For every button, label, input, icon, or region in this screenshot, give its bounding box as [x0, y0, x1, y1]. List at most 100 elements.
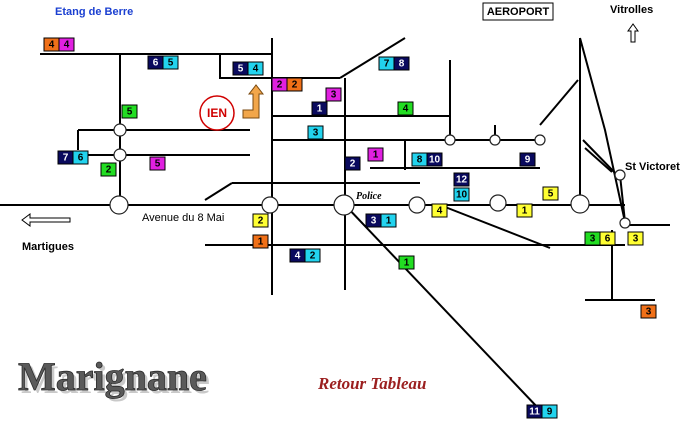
marker-number: 6 — [153, 58, 159, 69]
marker-cell — [307, 125, 324, 140]
marker-cell — [286, 77, 303, 92]
roundabout — [444, 134, 456, 146]
road-slip-west — [204, 182, 233, 201]
road-east-diagonal — [539, 79, 579, 126]
marker-number: 9 — [547, 407, 553, 418]
marker-cell — [311, 101, 328, 116]
marker-number: 5 — [127, 107, 133, 118]
avenue-label: Avenue du 8 Mai — [142, 212, 224, 224]
route-marker: 1 — [311, 101, 328, 116]
route-marker: 4 — [431, 203, 448, 218]
marker-number: 10 — [456, 190, 468, 201]
roundabout — [489, 194, 507, 212]
marker-number: 3 — [371, 216, 377, 227]
marker-number: 7 — [63, 153, 69, 164]
etang-de-berre-label: Etang de Berre — [55, 6, 133, 18]
roundabout — [261, 196, 279, 214]
roundabouts — [109, 123, 631, 229]
ien-circle — [199, 95, 235, 131]
marker-number: 2 — [258, 216, 264, 227]
marker-cell — [367, 147, 384, 162]
route-marker: 1 — [367, 147, 384, 162]
route-marker: 2 — [344, 156, 361, 171]
west-arrow-icon — [21, 213, 71, 227]
marker-number: 2 — [106, 165, 112, 176]
roundabout — [109, 195, 129, 215]
route-marker: 1 — [516, 203, 533, 218]
ien-arrow-icon — [242, 84, 265, 119]
marker-number: 5 — [548, 189, 554, 200]
marker-cell — [247, 61, 264, 76]
town-name: Marignane — [18, 354, 207, 399]
road-southeast-diagonal — [439, 204, 551, 249]
route-marker: 9 — [519, 152, 536, 167]
road-vitrolles — [579, 37, 626, 223]
marker-number: 4 — [253, 64, 259, 75]
marker-cell — [599, 231, 616, 246]
marker-cell — [58, 37, 75, 52]
route-marker: 11 9 — [526, 404, 558, 419]
marker-cell — [398, 255, 415, 270]
north-arrow-icon — [627, 23, 639, 43]
marker-number: 1 — [258, 237, 264, 248]
marker-cell — [162, 55, 179, 70]
roundabout — [113, 148, 127, 162]
marker-cell — [519, 152, 536, 167]
road-diagonal-north — [339, 37, 406, 79]
marker-cell — [453, 172, 470, 187]
roundabout — [333, 194, 355, 216]
marker-number: 2 — [350, 159, 356, 170]
marker-number: 4 — [49, 40, 55, 51]
aeroport-box — [482, 2, 554, 21]
roundabout — [113, 123, 127, 137]
marker-number: 3 — [590, 234, 596, 245]
route-marker: 10 — [453, 187, 470, 202]
marker-number: 1 — [373, 150, 379, 161]
town-name-shadow: Marignane — [21, 357, 210, 402]
route-marker: 5 — [149, 156, 166, 171]
marker-number: 3 — [331, 90, 337, 101]
marker-cell — [397, 101, 414, 116]
route-marker: 4 — [397, 101, 414, 116]
route-marker: 1 — [398, 255, 415, 270]
marker-cell — [453, 187, 470, 202]
route-marker: 3 — [307, 125, 324, 140]
route-marker: 5 — [121, 104, 138, 119]
marker-number: 6 — [605, 234, 611, 245]
police-label: Police — [356, 191, 382, 202]
marker-number: 5 — [155, 159, 161, 170]
marker-number: 4 — [64, 40, 70, 51]
road-st-victoret-link — [619, 174, 626, 223]
marker-number: 2 — [277, 80, 283, 91]
marker-number: 11 — [529, 407, 540, 418]
route-marker: 2 — [100, 162, 117, 177]
marker-number: 1 — [386, 216, 392, 227]
ien-label: IEN — [207, 106, 227, 120]
marker-number: 1 — [522, 206, 528, 217]
route-marker: 2 — [252, 213, 269, 228]
marker-number: 8 — [417, 155, 423, 166]
marker-number: 3 — [633, 234, 639, 245]
marker-cell — [640, 304, 657, 319]
martigues-label: Martigues — [22, 241, 74, 253]
marker-cell — [516, 203, 533, 218]
marker-cell — [252, 234, 269, 249]
roundabout — [614, 169, 626, 181]
marker-cell — [121, 104, 138, 119]
vitrolles-label: Vitrolles — [610, 4, 653, 16]
marker-cell — [100, 162, 117, 177]
marker-number: 4 — [437, 206, 443, 217]
marker-number: 12 — [456, 175, 468, 186]
marker-cell — [72, 150, 89, 165]
retour-tableau-link[interactable]: Retour Tableau — [317, 374, 426, 393]
marker-number: 7 — [384, 59, 390, 70]
avenue-label-bg — [140, 210, 230, 224]
